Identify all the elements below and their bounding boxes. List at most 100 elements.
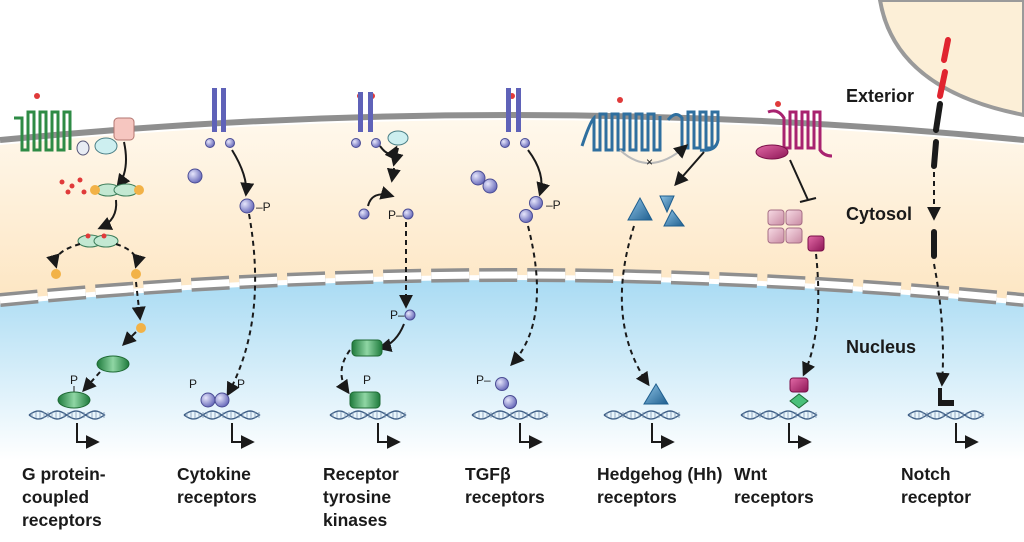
tgfb-receptor-icon <box>506 88 511 132</box>
caption-cytokine: Cytokine receptors <box>177 464 257 507</box>
phosphate-label: P– <box>390 308 405 322</box>
tgfb-pathway: –P P– <box>470 88 561 409</box>
transcription-start-arrow-icon <box>788 423 812 449</box>
phosphate-label: P <box>189 377 197 391</box>
stat-dimer-icon <box>200 392 216 408</box>
nucleus-region <box>0 280 1024 460</box>
caption-line: Notch <box>901 464 951 484</box>
mapk-icon <box>358 208 370 220</box>
smad-icon <box>470 170 486 186</box>
delta-ligand-icon <box>941 37 951 63</box>
nucleus-label: Nucleus <box>846 337 916 357</box>
phospho-smad-icon <box>529 196 543 210</box>
gpcr-pathway: P <box>14 93 146 409</box>
transcription-start-arrow-icon <box>231 423 255 449</box>
phospho-stat-icon <box>239 198 255 214</box>
phospho-transcription-factor-icon <box>349 391 381 409</box>
caption-notch: Notch receptor <box>901 464 971 507</box>
g-protein-gamma-icon <box>76 140 90 156</box>
hh-ligand-icon <box>617 97 623 103</box>
catalytic-subunit-icon <box>131 269 141 279</box>
dna-helix-icon <box>183 410 261 420</box>
transcription-start-arrow-icon <box>519 423 543 449</box>
phosphate-label: P <box>237 377 245 391</box>
caption-line: kinases <box>323 510 387 530</box>
caption-line: Hedgehog (Hh) <box>597 464 722 484</box>
smad-complex-icon <box>495 377 509 391</box>
exterior-label: Exterior <box>846 86 914 106</box>
inhibition-cross-icon: × <box>646 155 653 169</box>
phosphate-label: –P <box>256 200 271 214</box>
cytokine-receptor-icon <box>212 88 217 132</box>
phospho-creb-icon <box>57 391 91 409</box>
nuclear-notch-icd-icon <box>938 388 954 406</box>
phosphate-label: P <box>363 373 371 387</box>
wnt-ligand-icon <box>775 101 781 107</box>
nuclear-gli-icon <box>643 383 669 405</box>
nuclear-mapk-icon <box>404 309 416 321</box>
transcription-start-arrow-icon <box>76 423 100 449</box>
caption-line: receptors <box>465 487 545 507</box>
caption-line: receptors <box>734 487 814 507</box>
caption-line: coupled <box>22 487 89 507</box>
caption-line: receptor <box>901 487 971 507</box>
caption-line: TGFβ <box>465 464 511 484</box>
nuclear-envelope <box>0 268 1024 307</box>
pka-complex-icon <box>90 183 144 197</box>
notch-pathway <box>927 37 954 406</box>
patched-receptor-icon <box>580 112 662 152</box>
caption-line: Wnt <box>734 464 767 484</box>
caption-line: Cytokine <box>177 464 251 484</box>
inhibition-bar-icon <box>799 197 817 203</box>
rtk-pathway: P– P– P <box>335 92 416 409</box>
creb-icon <box>96 355 130 373</box>
activated-pka-icon <box>77 233 119 248</box>
catalytic-subunit-icon <box>51 269 61 279</box>
phospho-mapk-icon <box>402 208 414 220</box>
nuclear-catalytic-subunit-icon <box>136 323 146 333</box>
caption-line: receptors <box>22 510 102 530</box>
destruction-complex-icon <box>767 209 785 226</box>
dishevelled-icon <box>755 144 789 160</box>
cytosol-label: Cytosol <box>846 204 912 224</box>
dna-helix-icon <box>471 410 549 420</box>
caption-hedgehog: Hedgehog (Hh) receptors <box>597 464 722 507</box>
ras-icon <box>387 130 409 146</box>
caption-line: Receptor <box>323 464 399 484</box>
caption-rtk: Receptor tyrosine kinases <box>323 464 399 530</box>
cytosol-region <box>0 120 1024 300</box>
dna-layer <box>28 410 985 449</box>
caption-gpcr: G protein- coupled receptors <box>22 464 106 530</box>
caption-line: receptors <box>597 487 677 507</box>
phosphate-label: –P <box>546 198 561 212</box>
dna-helix-icon <box>329 410 407 420</box>
smoothened-receptor-icon <box>666 110 720 152</box>
transcription-factor-icon <box>351 339 383 357</box>
neighboring-cell <box>877 0 1024 118</box>
nuclear-beta-catenin-icon <box>789 377 809 393</box>
plasma-membrane <box>0 112 1024 143</box>
wnt-pathway <box>755 101 833 409</box>
ligand-icon <box>34 93 40 99</box>
transcription-start-arrow-icon <box>651 423 675 449</box>
transcription-start-arrow-icon <box>955 423 979 449</box>
gpcr-receptor-icon <box>14 110 72 152</box>
stat-icon <box>187 168 203 184</box>
ci-gli-icon <box>627 196 653 221</box>
dna-helix-icon <box>28 410 106 420</box>
tcf-icon <box>789 393 809 409</box>
phosphate-label: P <box>70 373 78 387</box>
beta-catenin-icon <box>807 235 825 252</box>
phosphate-label: P– <box>388 208 403 222</box>
caption-wnt: Wnt receptors <box>734 464 814 507</box>
hedgehog-pathway: × <box>580 97 720 405</box>
second-messenger-dots-icon <box>59 177 87 195</box>
notch-receptor-icon <box>933 101 943 133</box>
dna-helix-icon <box>907 410 985 420</box>
rtk-receptor-icon <box>358 92 363 132</box>
cytokine-pathway: –P P P <box>187 88 271 408</box>
caption-line: tyrosine <box>323 487 391 507</box>
caption-line: G protein- <box>22 464 106 484</box>
dna-helix-icon <box>603 410 681 420</box>
